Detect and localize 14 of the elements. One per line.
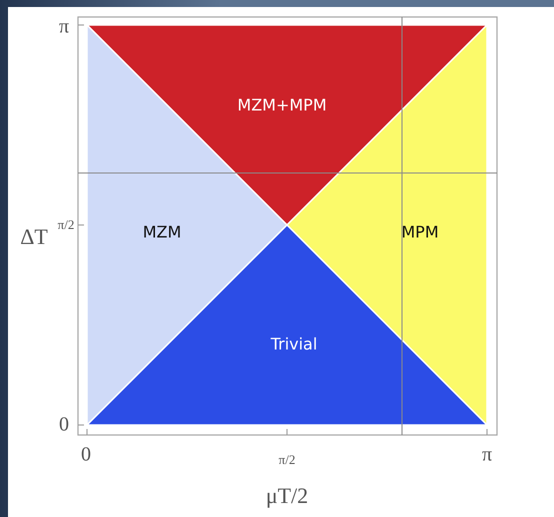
axis-tick-label: 0 <box>81 444 91 466</box>
axis-tick-label: π <box>482 444 492 466</box>
axis-tick-label: 0 <box>59 414 69 436</box>
region-label: Trivial <box>270 334 318 354</box>
region-label: MPM <box>401 222 439 242</box>
phase-region <box>87 25 487 225</box>
axis-tick-label: π <box>58 16 70 38</box>
axis-title: μT/2 <box>266 483 308 509</box>
axis-tick-label: π/2 <box>58 217 74 233</box>
phase-region <box>87 225 487 425</box>
axis-tick-label: π/2 <box>278 452 296 468</box>
axis-title: ΔT <box>20 224 48 250</box>
region-label: MZM+MPM <box>237 96 327 114</box>
region-label: MZM <box>142 222 182 242</box>
